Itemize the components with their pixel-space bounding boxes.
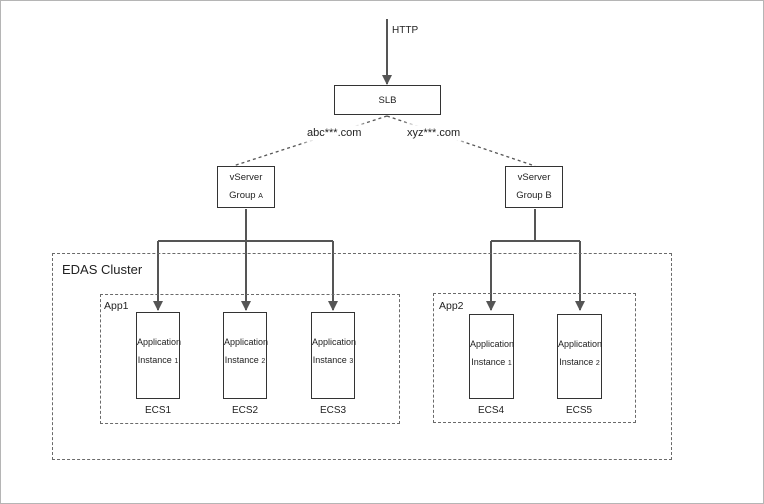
- instance-5-line1: Application: [558, 339, 603, 349]
- app-instance-4: Application Instance 1: [469, 314, 514, 399]
- vserver-group-a: vServer Group A: [217, 166, 275, 208]
- vserver-group-b: vServer Group B: [505, 166, 563, 208]
- http-label: HTTP: [392, 25, 419, 36]
- node-label-ecs5: ECS5: [565, 405, 593, 416]
- app2-region: [433, 293, 636, 423]
- domain-label-a: abc***.com: [303, 126, 366, 140]
- app1-region: [100, 294, 400, 424]
- slb-to-group-b-link: [386, 115, 536, 167]
- slb-label: SLB: [378, 95, 397, 106]
- vserver-group-b-line2: Group B: [516, 190, 552, 201]
- instance-3-line1: Application: [312, 337, 357, 347]
- instance-1-line2: Instance 1: [137, 355, 179, 365]
- vserver-group-a-line1: vServer: [229, 172, 263, 183]
- cluster-label: EDAS Cluster: [62, 262, 143, 277]
- domain-label-b: xyz***.com: [403, 126, 465, 140]
- app-instance-5: Application Instance 2: [557, 314, 602, 399]
- instance-5-line2: Instance 2: [559, 357, 600, 367]
- app-instance-1: Application Instance 1: [136, 312, 182, 399]
- app1-label: App1: [104, 300, 129, 312]
- instance-3-line2: Instance 3: [312, 355, 354, 365]
- node-label-ecs2: ECS2: [231, 405, 259, 416]
- node-label-ecs3: ECS3: [319, 405, 347, 416]
- instance-2-line1: Application: [224, 337, 269, 347]
- vserver-group-a-suffix: A: [258, 193, 263, 200]
- instance-2-line2: Instance 2: [224, 355, 266, 365]
- slb-box: SLB: [334, 85, 441, 115]
- slb-to-group-a-link: [232, 115, 388, 167]
- node-label-ecs1: ECS1: [144, 405, 172, 416]
- instance-4-line1: Application: [470, 339, 515, 349]
- node-label-ecs4: ECS4: [477, 405, 505, 416]
- app-instance-3: Application Instance 3: [311, 312, 357, 399]
- vserver-group-b-line1: vServer: [517, 172, 551, 183]
- edas-cluster-region: [52, 253, 672, 460]
- vserver-group-a-line2: Group A: [229, 190, 263, 201]
- app2-label: App2: [439, 300, 464, 312]
- instance-4-line2: Instance 1: [471, 357, 512, 367]
- instance-1-line1: Application: [137, 337, 182, 347]
- app-instance-2: Application Instance 2: [223, 312, 269, 399]
